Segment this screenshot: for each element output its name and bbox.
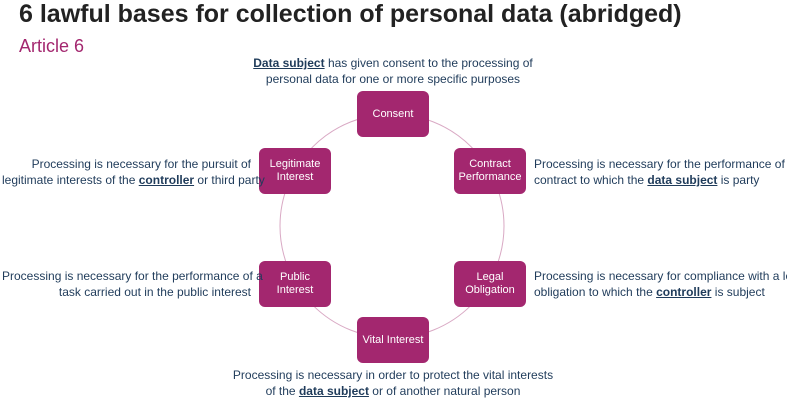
desc-contract-line2-post: is party [717, 173, 760, 187]
node-legal-obligation: Legal Obligation [454, 261, 526, 307]
desc-vital-line2-post: or of another natural person [368, 384, 521, 398]
desc-public-line1: Processing is necessary for the performa… [2, 269, 263, 283]
desc-legal-line2: obligation to which the controller is su… [534, 284, 786, 300]
node-consent: Consent [357, 91, 429, 137]
page-title: 6 lawful bases for collection of persona… [19, 0, 682, 28]
desc-vital: Processing is necessary in order to prot… [232, 367, 554, 399]
desc-consent-line1: Data subject has given consent to the pr… [252, 55, 534, 71]
term-data-subject: Data subject [253, 56, 325, 70]
desc-vital-line1: Processing is necessary in order to prot… [232, 368, 554, 382]
node-legitimate-interest: Legitimate Interest [259, 148, 331, 194]
desc-legitimate-line2-pre: legitimate interests of the [2, 173, 139, 187]
desc-contract-line2: contract to which the data subject is pa… [534, 172, 784, 188]
desc-legal-line1: Processing is necessary for compliance w… [534, 269, 787, 283]
node-vital-interest: Vital Interest [357, 317, 429, 363]
desc-vital-line2: of the data subject or of another natura… [232, 383, 554, 399]
node-contract-performance: Contract Performance [454, 148, 526, 194]
desc-legitimate-line1: Processing is necessary for the pursuit … [31, 157, 251, 171]
desc-contract-line1: Processing is necessary for the performa… [534, 157, 787, 171]
term-controller: controller [656, 285, 712, 299]
desc-legal-line2-post: is subject [711, 285, 765, 299]
desc-public-line2: task carried out in the public interest [58, 285, 251, 299]
page-subtitle: Article 6 [19, 36, 85, 56]
term-data-subject: data subject [647, 173, 718, 187]
desc-legitimate-line2-post: or third party [194, 173, 265, 187]
desc-consent: Data subject has given consent to the pr… [252, 55, 534, 87]
desc-legitimate: Processing is necessary for the pursuit … [2, 156, 265, 188]
desc-contract: Processing is necessary for the performa… [534, 156, 787, 188]
desc-consent-line2: personal data for one or more specific p… [265, 72, 521, 86]
desc-legal-line2-pre: obligation to which the [534, 285, 657, 299]
desc-contract-line2-pre: contract to which the [534, 173, 648, 187]
term-data-subject: data subject [298, 384, 369, 398]
desc-legal: Processing is necessary for compliance w… [534, 268, 787, 300]
term-controller: controller [138, 173, 195, 187]
desc-vital-line2-pre: of the [265, 384, 299, 398]
desc-consent-line1-text: has given consent to the processing of [324, 56, 533, 70]
desc-legitimate-line2: legitimate interests of the controller o… [2, 172, 265, 188]
node-public-interest: Public Interest [259, 261, 331, 307]
desc-public: Processing is necessary for the performa… [2, 268, 263, 300]
